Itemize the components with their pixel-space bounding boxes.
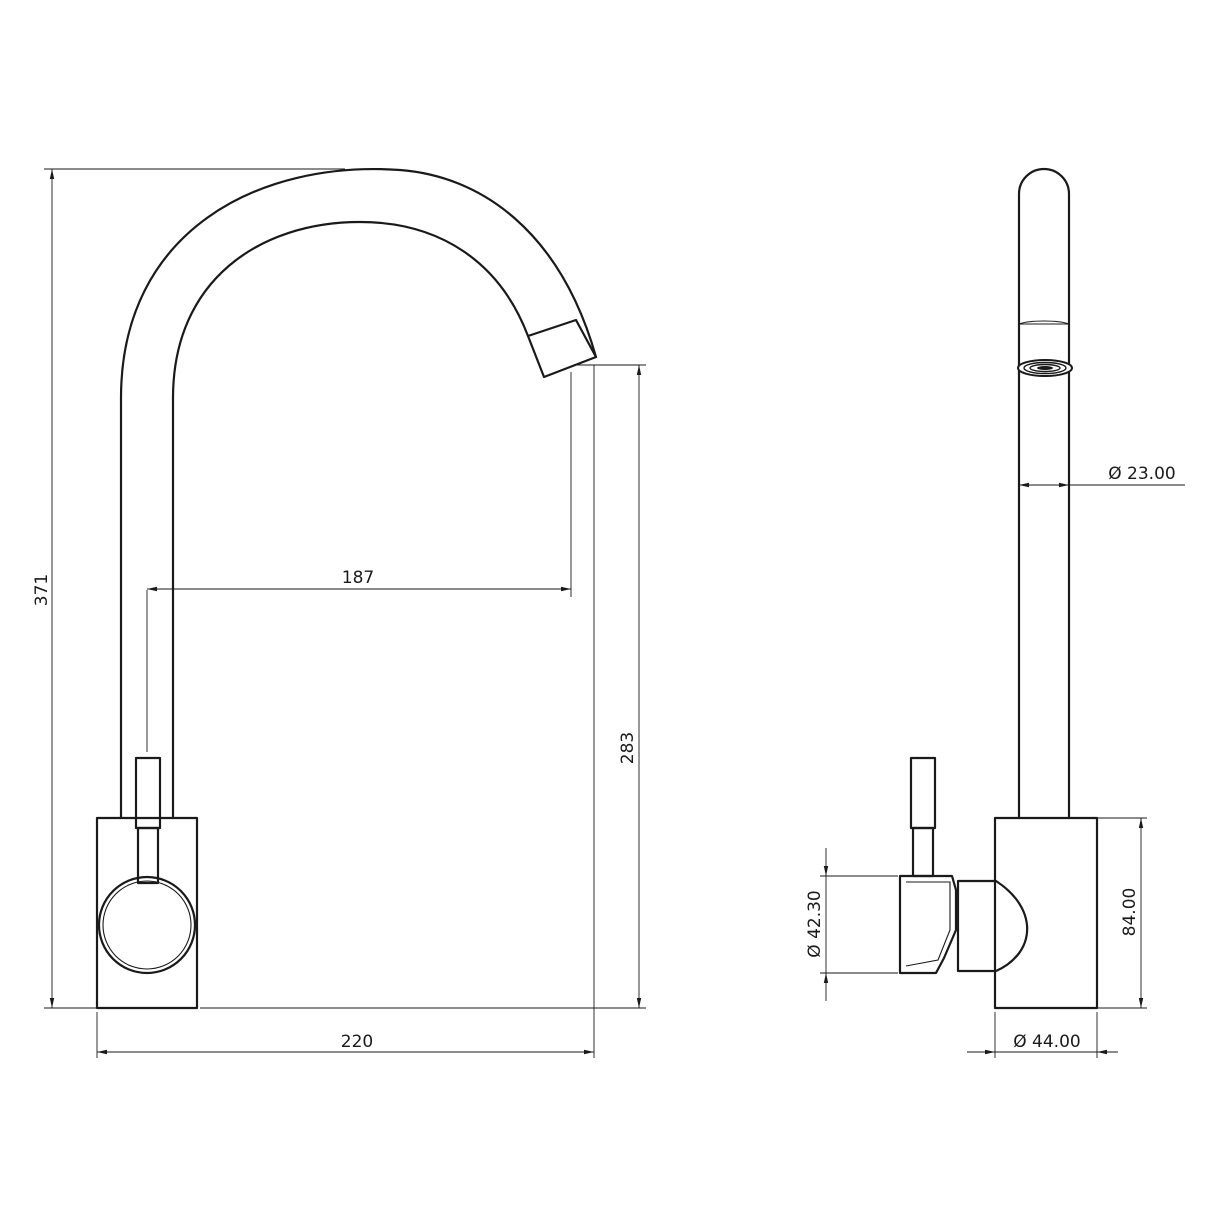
dim-lever-diameter-label: Ø 42.30	[805, 890, 825, 957]
side-aerator-ring-2	[1029, 363, 1061, 373]
dim-base-height-label: 84.00	[1120, 888, 1140, 937]
spout-inner-outline	[171, 220, 530, 820]
side-base-block	[993, 816, 1099, 1010]
dim-lever-diameter: Ø 42.30	[805, 848, 898, 1001]
side-aerator-curve	[1018, 320, 1070, 325]
side-handle-collar-inner	[905, 881, 951, 967]
dim-spout-reach-label: 187	[342, 568, 374, 588]
side-spout-pipe	[1017, 167, 1071, 820]
side-handle-body	[956, 879, 1029, 973]
side-aerator-ring-1	[1023, 361, 1067, 375]
front-base-block	[95, 816, 199, 1010]
dim-front-width-label: 220	[341, 1032, 373, 1052]
dim-base-height: 84.00	[1097, 817, 1147, 1009]
dim-spout-diameter: Ø 23.00	[1019, 464, 1185, 488]
spout-tip	[526, 318, 598, 379]
dim-front-height: 371	[32, 168, 345, 1009]
front-view	[95, 168, 598, 1010]
front-handle-disk-inner	[102, 880, 192, 970]
dim-spout-diameter-label: Ø 23.00	[1108, 464, 1175, 484]
dim-front-height-label: 371	[32, 574, 52, 606]
dim-spout-height-label: 283	[618, 732, 638, 764]
side-aerator-ring-3	[1037, 366, 1053, 370]
side-view	[898, 167, 1099, 1010]
side-lever-neck	[911, 826, 935, 878]
dim-front-width: 220	[96, 365, 595, 1058]
dim-spout-reach: 187	[146, 372, 572, 752]
front-lever-neck	[136, 826, 160, 885]
side-handle-collar	[898, 874, 958, 975]
dim-spout-height: 283	[200, 364, 646, 1009]
dim-base-diameter: Ø 44.00	[967, 1012, 1118, 1058]
dim-base-diameter-label: Ø 44.00	[1013, 1032, 1080, 1052]
spout-outer-outline	[119, 168, 598, 820]
front-handle-disk	[97, 875, 197, 975]
side-lever-stem	[909, 756, 937, 830]
